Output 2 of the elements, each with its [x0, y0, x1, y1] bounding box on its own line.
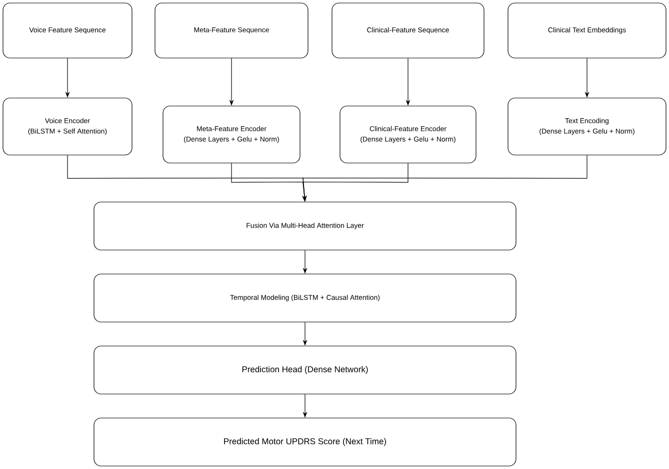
- process-box: Prediction Head (Dense Network): [94, 346, 516, 394]
- process-box: Predicted Motor UPDRS Score (Next Time): [94, 418, 516, 466]
